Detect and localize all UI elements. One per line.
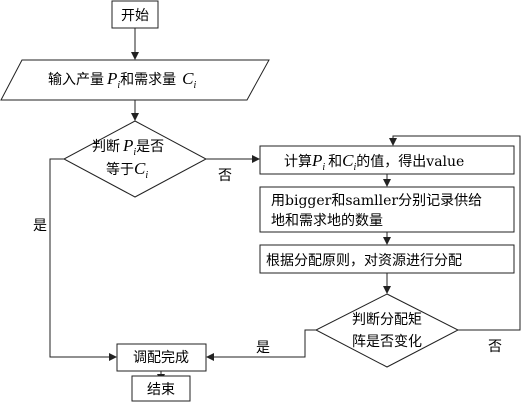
decision1-line2-prefix: 等于 (106, 161, 134, 178)
decision2-line1: 判断分配矩 (352, 312, 422, 328)
connector-decision1-yes (49, 158, 117, 361)
adjust-label: 调配完成 (133, 350, 189, 366)
decision1-line2: 等于Ci (106, 159, 148, 181)
compute-middle: 和 (328, 154, 342, 170)
allocate-label: 根据分配原则，对资源进行分配 (266, 253, 462, 269)
decision2-line2: 阵是否变化 (352, 334, 422, 350)
decision1-c-sub: i (145, 170, 148, 181)
decision2-node: 判断分配矩 阵是否变化 (314, 293, 460, 368)
input-c-sub: i (194, 80, 197, 91)
adjust-node: 调配完成 (116, 343, 207, 372)
decision2-no-label: 否 (488, 339, 502, 355)
input-c-var: C (182, 69, 194, 88)
compute-prefix: 计算 (284, 154, 312, 170)
end-node: 结束 (131, 375, 191, 402)
input-p-sub: i (117, 80, 120, 91)
decision1-line1-suffix: 是否 (136, 139, 164, 155)
compute-c-sub: i (354, 162, 357, 173)
compute-p-sub: i (322, 162, 325, 173)
decision1-p-var: P (122, 136, 133, 155)
decision2-yes-label: 是 (256, 340, 270, 356)
compute-suffix: 的值，得出value (356, 153, 464, 170)
record-line2: 地和需求地的数量 (271, 213, 383, 229)
decision1-yes-label: 是 (33, 218, 47, 234)
end-label: 结束 (147, 382, 175, 398)
decision1-no-label: 否 (218, 168, 232, 184)
record-line1: 用bigger和samller分别记录供给 (271, 193, 482, 209)
connector-decision2-no (389, 135, 521, 331)
input-prefix: 输入产量 (48, 72, 104, 88)
start-node: 开始 (111, 0, 159, 29)
start-label: 开始 (121, 8, 149, 24)
decision1-p-sub: i (133, 147, 136, 158)
compute-c-var: C (342, 151, 354, 170)
input-p-var: P (106, 69, 117, 88)
compute-p-var: P (311, 151, 322, 170)
allocate-node: 根据分配原则，对资源进行分配 (259, 244, 515, 274)
record-node: 用bigger和samller分别记录供给 地和需求地的数量 (259, 186, 515, 233)
connector-decision2-yes (206, 329, 316, 361)
input-middle: 和需求量 (120, 72, 176, 88)
decision1-line1-prefix: 判断 (92, 139, 120, 155)
decision1-c-var: C (134, 159, 146, 178)
